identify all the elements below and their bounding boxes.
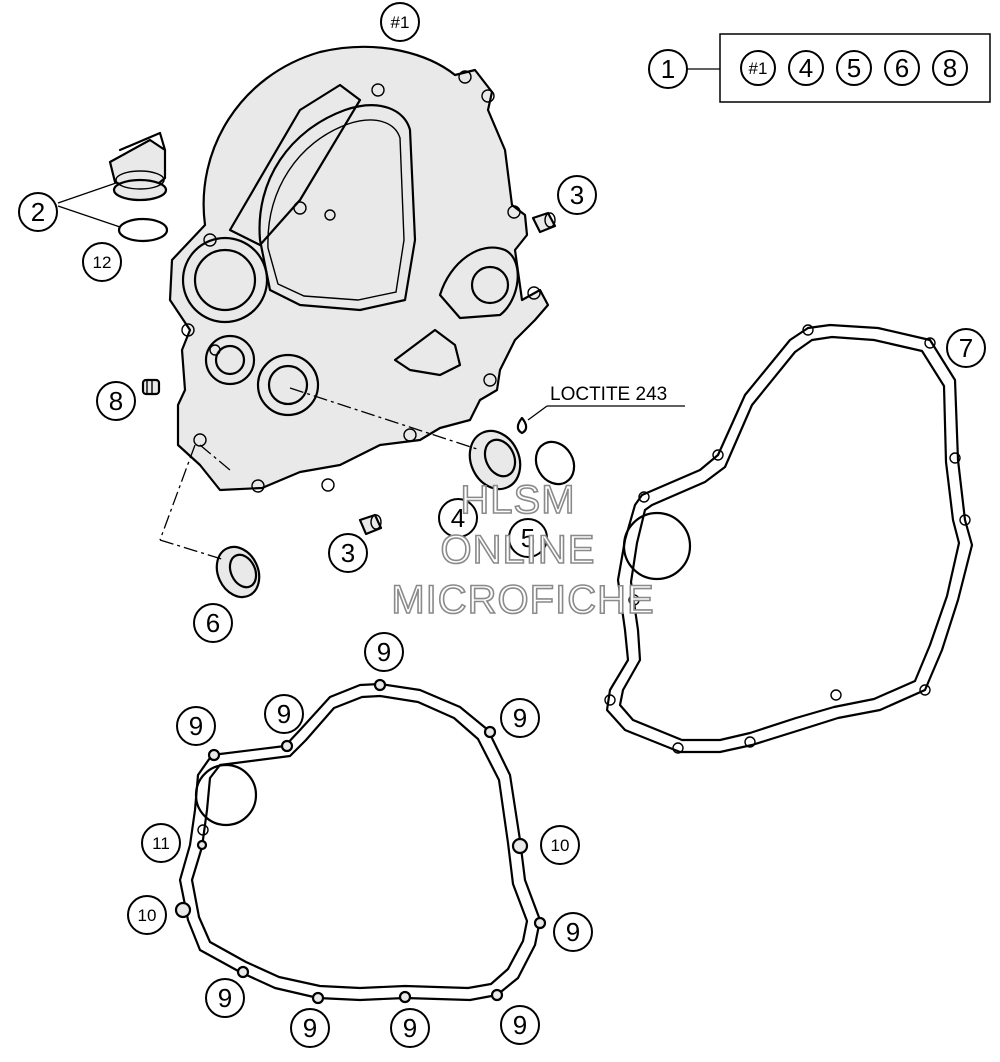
- callout-12: 12: [93, 253, 112, 272]
- kit-item-circle: [932, 50, 968, 86]
- kit-item-ref1: #1: [749, 59, 768, 78]
- watermark: HLSM ONLINE MICROFICHE: [391, 477, 655, 623]
- callout-circle: [380, 2, 420, 42]
- clutch-cover: [168, 45, 550, 493]
- callout-11: 11: [152, 834, 170, 853]
- kit-item-5: 5: [847, 53, 861, 83]
- callout-circle: [141, 823, 181, 863]
- shaft-seal-bearing: [468, 429, 522, 491]
- callout-circle: [96, 381, 136, 421]
- callout-circle: [500, 698, 540, 738]
- callout-circle: [176, 706, 216, 746]
- callout-7: 7: [959, 333, 973, 363]
- kit-item-6: 6: [895, 53, 909, 83]
- callout-9: 9: [513, 1010, 527, 1040]
- dowel-pin-lower: [358, 513, 383, 536]
- callout-circle: [18, 192, 58, 232]
- callouts: [18, 2, 986, 1048]
- callout-circle: [328, 533, 368, 573]
- callout-9: 9: [189, 711, 203, 741]
- callout-10: 10: [138, 906, 157, 925]
- callout-ref1: #1: [391, 13, 410, 32]
- watermark-line3: MICROFICHE: [391, 578, 654, 622]
- callout-10: 10: [551, 836, 570, 855]
- callout-circle: [193, 603, 233, 643]
- oil-filler-plug: [108, 131, 168, 202]
- callout-8: 8: [109, 386, 123, 416]
- kit-item-circle: [788, 50, 824, 86]
- callout-3-upper: 3: [570, 180, 584, 210]
- kit-item-circle: [884, 50, 920, 86]
- callout-6: 6: [206, 608, 220, 638]
- callout-2: 2: [31, 197, 45, 227]
- callout-9: 9: [303, 1013, 317, 1043]
- callout-labels: #1 1 2 12 3 7 8 4 5 3 6 9 9 9 9 11 10 10…: [31, 13, 973, 1043]
- leader-lines: [57, 68, 720, 228]
- loctite-drop-icon: [516, 416, 528, 435]
- inner-gasket: [174, 678, 547, 1005]
- callout-circle: [127, 895, 167, 935]
- callout-circle: [438, 498, 478, 538]
- callout-circle: [508, 518, 548, 558]
- callout-circle: [264, 694, 304, 734]
- shaft-seal-ring: [215, 545, 261, 599]
- callout-circle: [390, 1008, 430, 1048]
- callout-9: 9: [403, 1013, 417, 1043]
- callout-3-lower: 3: [341, 538, 355, 568]
- callout-9: 9: [277, 699, 291, 729]
- kit-items: #1 4 5 6 8: [740, 50, 968, 86]
- callout-9: 9: [513, 703, 527, 733]
- kit-item-circle: [740, 50, 776, 86]
- callout-circle: [290, 1008, 330, 1048]
- o-ring: [117, 217, 169, 243]
- loctite-note: LOCTITE 243: [550, 384, 667, 405]
- callout-circle: [557, 175, 597, 215]
- watermark-line2: ONLINE: [441, 528, 596, 572]
- plug-screw: [141, 378, 161, 396]
- callout-circle: [540, 825, 580, 865]
- callout-9: 9: [377, 637, 391, 667]
- callout-9: 9: [566, 917, 580, 947]
- callout-1: 1: [661, 54, 675, 84]
- callout-5: 5: [521, 523, 535, 553]
- callout-circle: [553, 912, 593, 952]
- kit-item-4: 4: [799, 53, 813, 83]
- kit-box: [719, 33, 991, 103]
- callout-circle: [648, 49, 688, 89]
- callout-9: 9: [218, 983, 232, 1013]
- callout-circle: [500, 1005, 540, 1045]
- o-ring-small: [534, 440, 576, 486]
- dowel-pin-upper: [531, 211, 557, 234]
- cover-gasket: [604, 323, 974, 754]
- kit-item-8: 8: [943, 53, 957, 83]
- kit-item-circle: [836, 50, 872, 86]
- watermark-line1: HLSM: [460, 478, 575, 522]
- callout-circle: [946, 328, 986, 368]
- callout-4: 4: [451, 503, 465, 533]
- callout-circle: [82, 242, 122, 282]
- callout-circle: [205, 978, 245, 1018]
- callout-circle: [364, 632, 404, 672]
